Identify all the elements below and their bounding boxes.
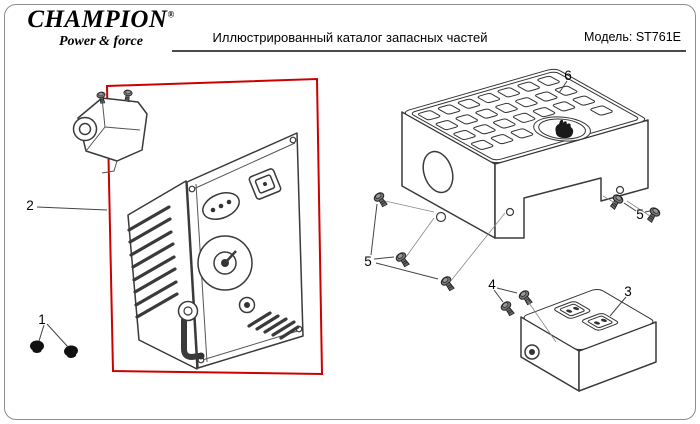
model-label: Модель: ST761E [584,30,681,44]
header-divider [172,50,686,52]
brand-text: CHAMPION® [27,6,175,33]
control-panel-drawing [127,132,304,370]
rubber-cap-icon [30,340,44,353]
indicator-plate [202,192,240,220]
callout-label-4: 4 [488,277,496,292]
rubber-cap-icon [63,344,79,359]
cover-part-drawing [402,68,648,239]
brand-emblem-icon [555,119,574,139]
socket-1 [553,301,592,319]
bolt-icon [517,288,535,308]
bolt-icon [499,299,517,319]
cover-top-face [402,68,648,164]
brand-tagline: Power & force [59,34,143,50]
bolt-icon [372,190,390,210]
callout-label-1: 1 [38,312,46,327]
fuel-petcock [177,300,205,361]
outlet-cutout [248,168,282,200]
outlet-box-top-face [521,288,656,351]
ventilation-grid [417,76,614,150]
highlight-box [105,77,324,376]
catalog-title: Иллюстрированный каталог запасных частей [212,30,488,45]
leader-lines [36,80,651,348]
bracket-part-drawing [72,89,148,174]
callout-label-5-left: 5 [364,254,372,269]
champion-logo: CHAMPION® Power & force [24,6,178,50]
trademark-symbol: ® [167,9,175,20]
callout-label-3: 3 [624,284,632,299]
callout-label-2: 2 [26,198,34,213]
bolt-icon [644,205,662,225]
socket-2 [581,313,620,331]
dial-recess [197,235,253,291]
vent-slats [127,205,179,319]
outlet-box-drawing [521,288,656,392]
callout-label-5-right: 5 [636,207,644,222]
assembly-lines [384,195,651,343]
callout-label-6: 6 [564,68,572,83]
bottom-vent-slats [247,311,300,340]
